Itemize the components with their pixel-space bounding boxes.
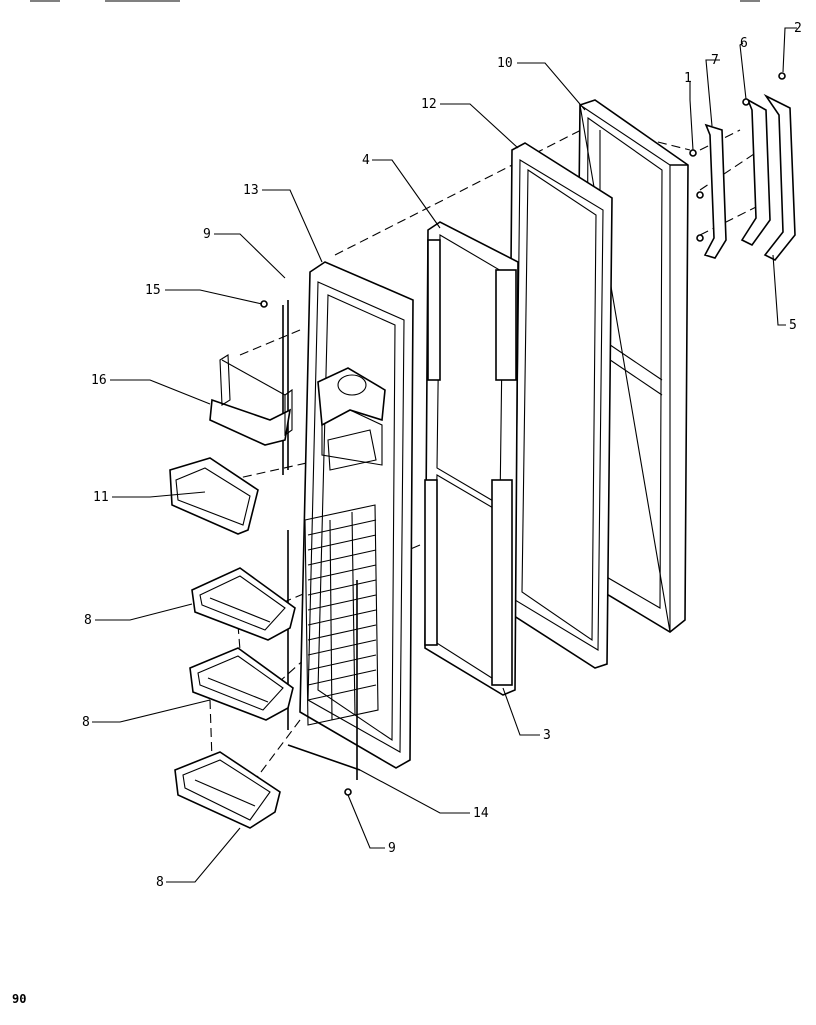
bin-11 xyxy=(169,457,259,535)
door-shelf-grid xyxy=(304,504,379,726)
page-number: 90 xyxy=(12,992,27,1006)
callout-7: 7 xyxy=(711,53,719,68)
callout-14: 14 xyxy=(473,806,489,821)
bin-8-bottom xyxy=(174,751,281,829)
callout-4: 4 xyxy=(362,153,370,168)
callout-11: 11 xyxy=(93,490,109,505)
callout-9-bottom: 9 xyxy=(388,841,396,856)
callout-10: 10 xyxy=(497,56,513,71)
door-gasket xyxy=(507,142,613,669)
callout-8-middle: 8 xyxy=(82,715,90,730)
callout-16: 16 xyxy=(91,373,107,388)
callout-8-top: 8 xyxy=(84,613,92,628)
bin-8-top xyxy=(191,567,296,641)
callout-1: 1 xyxy=(684,71,692,86)
callout-8-bottom: 8 xyxy=(156,875,164,890)
callout-labels: 10 12 4 13 9 15 16 11 8 8 8 9 14 3 1 7 6… xyxy=(82,21,802,890)
door-handle-assembly xyxy=(689,72,796,262)
callout-12: 12 xyxy=(421,97,437,112)
callout-6: 6 xyxy=(740,36,748,51)
callout-13: 13 xyxy=(243,183,259,198)
bin-16 xyxy=(209,354,293,446)
callout-15: 15 xyxy=(145,283,161,298)
callout-5: 5 xyxy=(789,318,797,333)
callout-2: 2 xyxy=(794,21,802,36)
door-frame-dispenser xyxy=(299,261,414,769)
door-liner xyxy=(424,221,519,696)
leader-lines xyxy=(92,27,797,883)
screw-9 xyxy=(344,788,352,796)
callout-9-top: 9 xyxy=(203,227,211,242)
callout-3: 3 xyxy=(543,728,551,743)
bin-8-middle xyxy=(189,647,294,721)
